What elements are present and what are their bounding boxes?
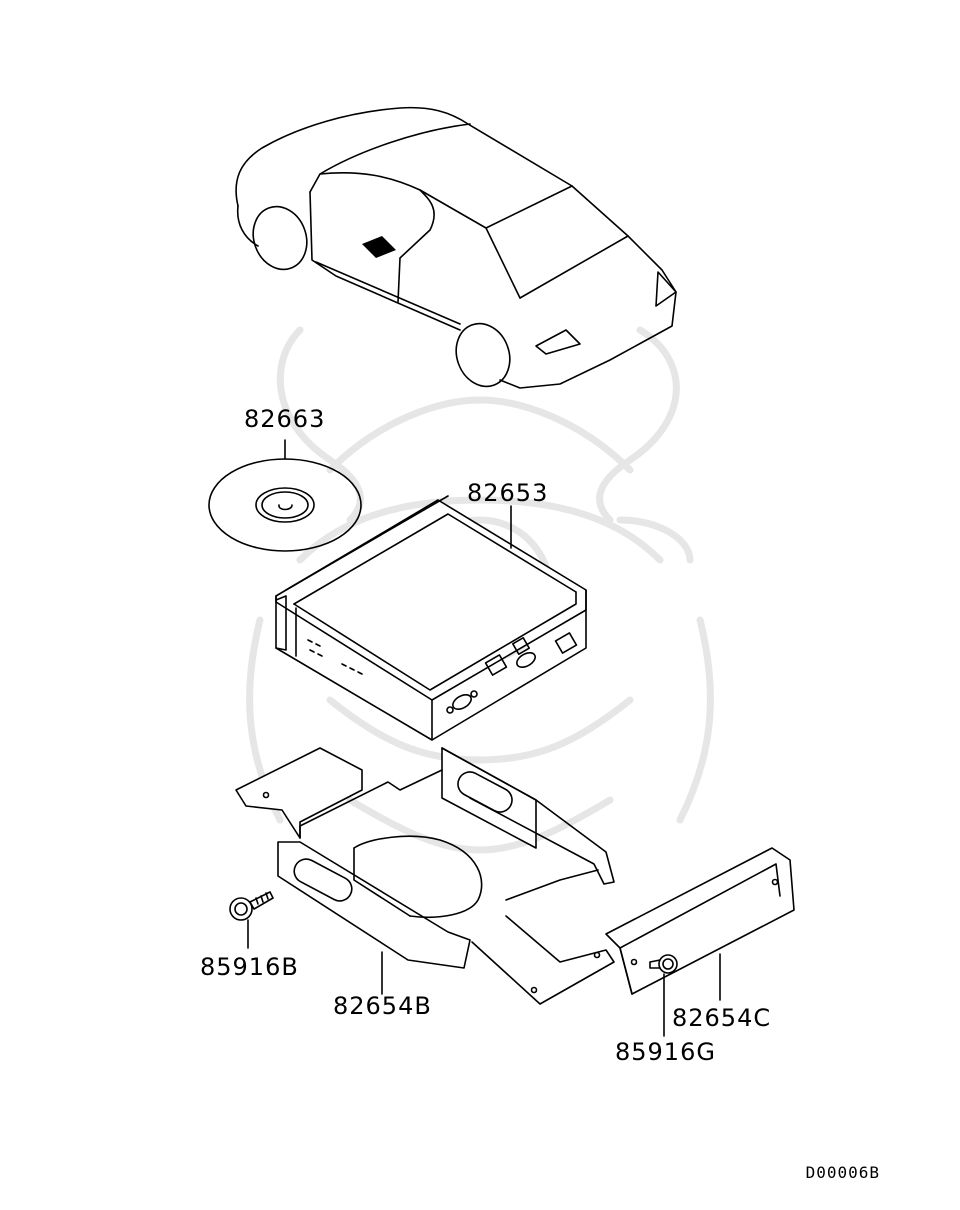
screw-icon [649, 954, 678, 1037]
bolt-icon [229, 891, 274, 949]
mounting-bracket-icon [235, 747, 615, 1005]
cd-disc-icon [208, 439, 362, 552]
part-number-82654C[interactable]: 82654C [672, 1004, 772, 1032]
part-number-85916G[interactable]: 85916G [615, 1038, 716, 1066]
part-number-85916B[interactable]: 85916B [200, 953, 299, 981]
side-bracket-icon [605, 847, 795, 1001]
diagram-code: D00006B [805, 1163, 880, 1182]
part-number-82663[interactable]: 82663 [244, 405, 326, 433]
car-location-illustration [235, 106, 677, 389]
dvd-navigation-unit-icon [275, 495, 587, 741]
part-number-82654B[interactable]: 82654B [333, 992, 432, 1020]
part-number-82653[interactable]: 82653 [467, 479, 549, 507]
